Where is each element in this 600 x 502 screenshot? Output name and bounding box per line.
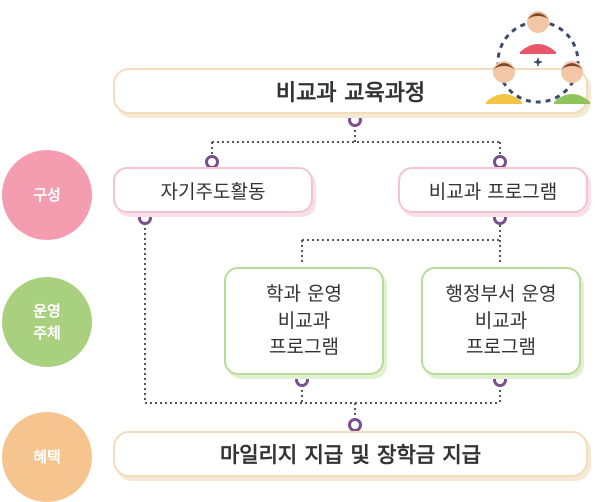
node-admin-line1: 행정부서 운영 [445,283,557,306]
row-label-operator: 운영 주체 [2,277,92,367]
title-text: 비교과 교육과정 [275,81,426,106]
connector-dot [493,211,507,225]
node-admin-line3: 프로그램 [466,336,536,359]
row-label-composition: 구성 [2,150,92,240]
node-self-directed: 자기주도활동 [113,167,313,213]
connector-dot [138,211,152,225]
row-label-composition-text: 구성 [33,185,61,204]
node-extracurricular-program-text: 비교과 프로그램 [428,180,558,203]
node-department-line2: 비교과 [277,309,331,332]
row-label-operator-line1: 운영 [33,301,61,320]
row-label-operator-line2: 주체 [33,324,61,342]
benefit-box: 마일리지 지급 및 장학금 지급 [113,431,588,477]
benefit-text: 마일리지 지급 및 장학금 지급 [219,443,482,467]
node-department-line1: 학과 운영 [266,283,342,306]
connector-dot [493,373,507,387]
connector-dot [348,418,362,432]
node-department-program: 학과 운영 비교과 프로그램 [224,267,384,375]
connector-dot [493,155,507,169]
connector-dot [295,373,309,387]
node-department-line3: 프로그램 [269,336,339,359]
row-label-benefit-text: 혜택 [33,447,61,466]
row-label-benefit: 혜택 [2,412,92,502]
people-group-icon [486,11,590,104]
node-admin-line2: 비교과 [474,309,528,332]
connector-dot [348,113,362,127]
node-extracurricular-program: 비교과 프로그램 [398,167,588,213]
node-self-directed-text: 자기주도활동 [160,180,266,203]
node-admin-program: 행정부서 운영 비교과 프로그램 [421,267,581,375]
connector-dot [205,155,219,169]
